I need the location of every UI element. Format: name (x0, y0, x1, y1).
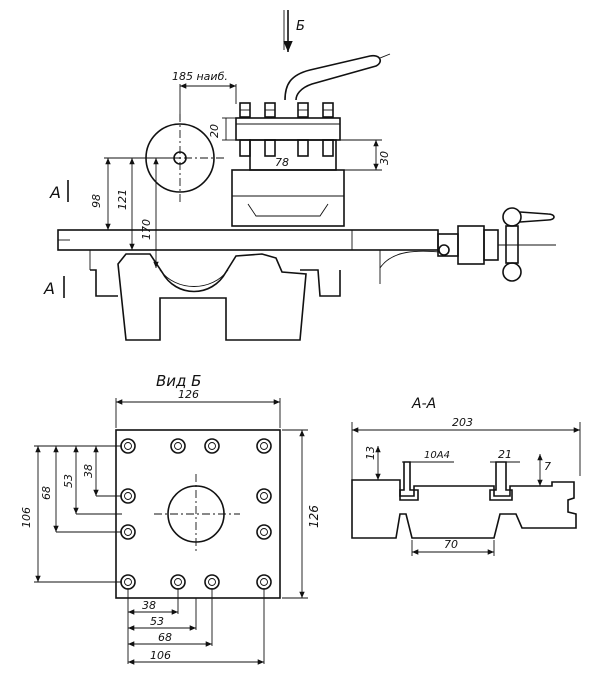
view-b-bottom-38: 38 (142, 599, 156, 612)
handwheel-knob-bottom (502, 262, 522, 282)
tool-post-assembly: Б (43, 10, 556, 341)
view-b: Вид Б 126 126 (20, 372, 321, 665)
cross-slide (57, 229, 439, 251)
section-aa-title: А-А (411, 396, 436, 412)
handwheel-knob-top (502, 207, 522, 227)
clamp-head (235, 117, 341, 141)
view-b-bottom-53: 53 (150, 615, 164, 628)
view-b-left-106: 106 (20, 507, 33, 528)
max-dim-label: 185 наиб. (172, 70, 228, 83)
dim-98: 98 (90, 194, 103, 208)
section-aa-dim-70: 70 (444, 538, 458, 551)
section-aa: А-А 203 13 10А4 21 7 70 (351, 396, 581, 556)
carriage-section (117, 253, 307, 341)
view-b-bottom-106: 106 (150, 649, 171, 662)
upper-slide (231, 169, 345, 227)
view-arrow-label: Б (296, 19, 305, 34)
handwheel-lever (519, 211, 555, 223)
view-b-title: Вид Б (156, 372, 201, 390)
section-aa-slot-label: 10А4 (424, 450, 450, 461)
section-aa-body (351, 479, 577, 539)
section-aa-width: 203 (452, 416, 473, 429)
view-b-height: 126 (307, 505, 321, 528)
section-aa-dim-21: 21 (498, 448, 512, 461)
dim-78: 78 (275, 156, 289, 169)
dim-20: 20 (208, 124, 221, 138)
section-aa-dim-7: 7 (544, 460, 551, 473)
section-marker-lower: А (43, 279, 55, 298)
lever-handle (284, 54, 382, 101)
view-b-bottom-68: 68 (158, 631, 172, 644)
section-marker-upper: А (49, 183, 61, 202)
view-b-left-68: 68 (40, 486, 53, 500)
dim-30: 30 (378, 151, 391, 165)
feed-screw-assembly (437, 207, 556, 282)
view-b-left-53: 53 (62, 474, 75, 488)
view-b-width: 126 (178, 388, 199, 401)
section-aa-dim-13: 13 (364, 446, 377, 460)
view-b-left-38: 38 (82, 464, 95, 478)
dim-121: 121 (116, 189, 129, 210)
clamp-bolts (239, 102, 334, 157)
